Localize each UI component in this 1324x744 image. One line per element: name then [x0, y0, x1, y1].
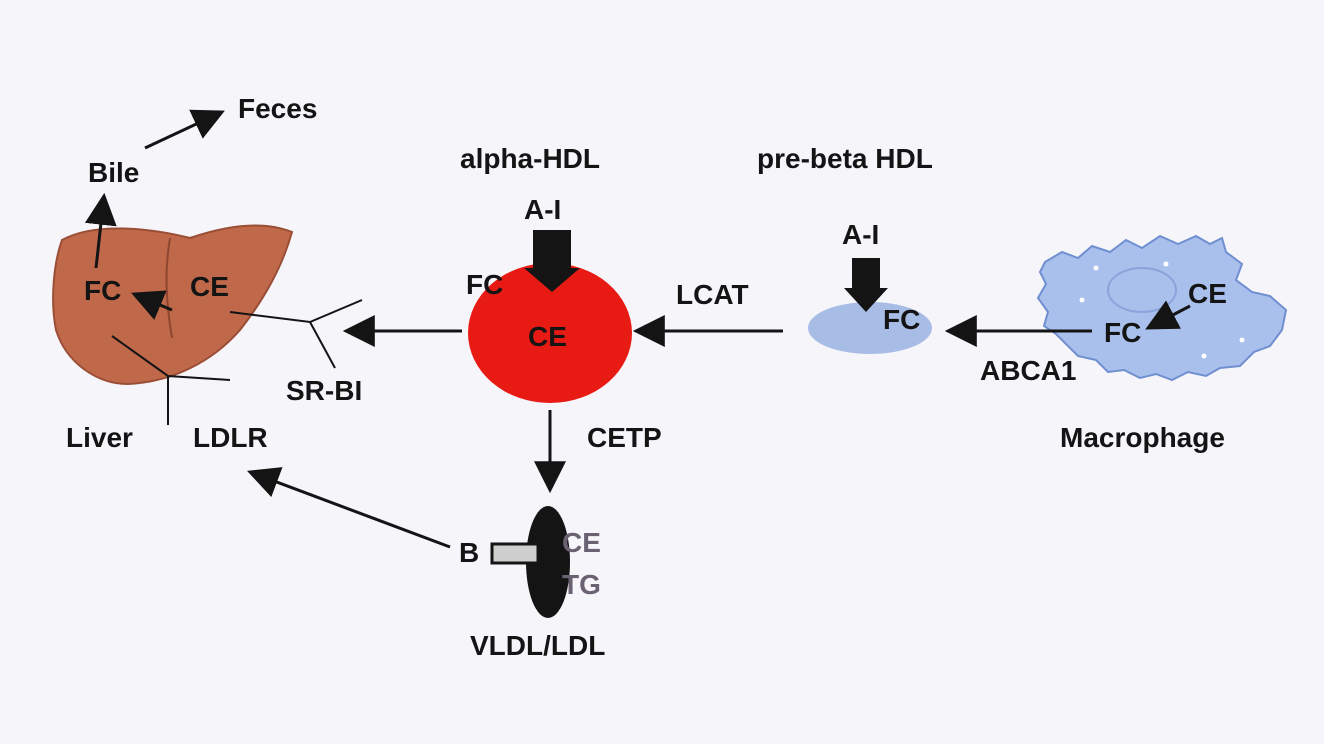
macrophage-ce-to-fc-arrow — [1145, 300, 1191, 330]
liver-lobe-line — [165, 237, 173, 339]
alpha-hdl-apo-ai-arrow — [524, 230, 580, 292]
apo-b-rectangle — [490, 542, 540, 565]
liver-ce-to-fc-arrow — [131, 290, 173, 320]
alpha-hdl-label: alpha-HDL — [460, 143, 600, 174]
macrophage-dot — [1093, 265, 1099, 271]
macrophage-dot — [1201, 353, 1207, 359]
liver-label: Liver — [66, 422, 133, 453]
bile-label: Bile — [88, 157, 139, 188]
macrophage-dot — [1079, 297, 1085, 303]
macrophage-ce-label: CE — [1188, 278, 1227, 309]
sr-bi-receptor-stem — [309, 321, 336, 369]
sr-bi-label: SR-BI — [286, 375, 362, 406]
lcat-label: LCAT — [676, 279, 749, 310]
macrophage-fc-label: FC — [1104, 317, 1141, 348]
bile-to-feces-arrow — [144, 109, 225, 150]
liver-shape — [52, 224, 294, 386]
abca1-label: ABCA1 — [980, 355, 1076, 386]
apo-b-label: B — [459, 537, 479, 568]
liver-fc-label: FC — [84, 275, 121, 306]
macrophage-label: Macrophage — [1060, 422, 1225, 453]
macrophage-dot — [1239, 337, 1245, 343]
macrophage-nucleus — [1107, 267, 1177, 313]
pre-beta-hdl-label: pre-beta HDL — [757, 143, 933, 174]
liver-ce-label: CE — [190, 271, 229, 302]
pre-beta-fc-label: FC — [883, 304, 920, 335]
ldlr-label: LDLR — [193, 422, 268, 453]
pre-beta-ai-label: A-I — [842, 219, 879, 250]
hdl-ce-label: CE — [528, 321, 567, 352]
vldl-ldl-particle — [526, 506, 570, 618]
vldl-ldl-label: VLDL/LDL — [470, 630, 605, 661]
hdl-fc-label: FC — [466, 269, 503, 300]
macrophage-dot — [1163, 261, 1169, 267]
vldl-ce-label: CE — [562, 527, 601, 558]
apo-b-to-ldlr-arrow — [247, 467, 451, 549]
feces-label: Feces — [238, 93, 317, 124]
alpha-hdl-ai-label: A-I — [524, 194, 561, 225]
alpha-hdl-particle — [468, 263, 632, 403]
cetp-label: CETP — [587, 422, 662, 453]
pre-beta-apo-ai-arrow — [844, 258, 888, 312]
fc-to-bile-arrow — [84, 192, 117, 269]
vldl-tg-label: TG — [562, 569, 601, 600]
pre-beta-hdl-particle — [808, 302, 932, 354]
